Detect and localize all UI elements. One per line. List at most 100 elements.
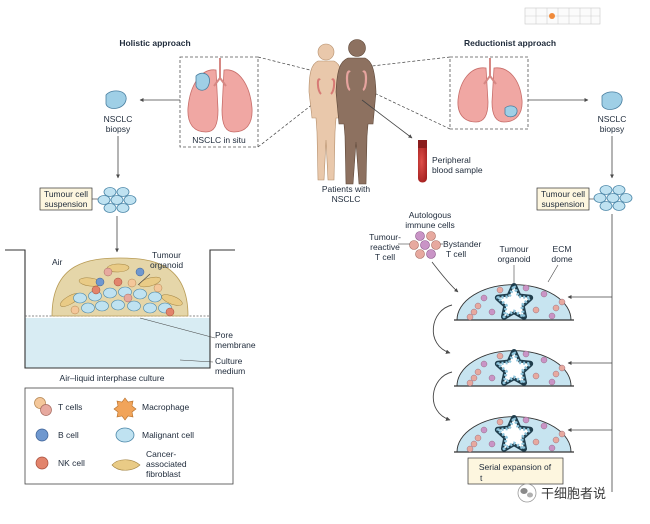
immune-cell xyxy=(532,306,540,314)
immune-cell xyxy=(480,294,488,302)
culture-cell xyxy=(123,293,133,303)
culture-cell xyxy=(143,302,157,314)
culture-cell xyxy=(70,305,80,315)
immune-cell xyxy=(488,440,496,448)
immune-cell xyxy=(548,312,556,320)
peripheral-blood-label: Peripheral xyxy=(432,155,471,165)
immune-cell xyxy=(540,290,548,298)
immune-cell xyxy=(474,368,482,376)
suspension-left-label: Tumour cell xyxy=(44,189,88,199)
pore-membrane-label: Pore xyxy=(215,330,233,340)
culture-cell xyxy=(135,267,145,277)
air-liquid-culture-well: Air Tumour organoid Pore membrane Cultur… xyxy=(5,249,256,383)
immune-cell xyxy=(488,374,496,382)
culture-cell xyxy=(95,300,109,312)
immune-cell xyxy=(466,313,474,321)
reductionist-approach-title: Reductionist approach xyxy=(464,38,556,48)
tumour-reactive-label-line3: T cell xyxy=(375,252,395,262)
immune-cell xyxy=(548,444,556,452)
air-label: Air xyxy=(52,257,63,267)
culture-cell xyxy=(113,277,123,287)
immune-cell xyxy=(466,445,474,453)
immune-cell xyxy=(558,430,566,438)
ecm-dome-label: ECM xyxy=(553,244,572,254)
bystander-label: Bystander xyxy=(443,239,481,249)
patients-label-line2: NSCLC xyxy=(332,194,361,204)
immune-cell xyxy=(496,286,504,294)
immune-cell xyxy=(558,364,566,372)
culture-cell xyxy=(73,292,87,304)
air-liquid-culture-label: Air–liquid interphase culture xyxy=(60,373,165,383)
legend-fibroblast-label-line2: associated xyxy=(146,459,187,469)
nsclc-biopsy-left-label-line2: biopsy xyxy=(106,124,131,134)
legend-malignant-label: Malignant cell xyxy=(142,430,194,440)
legend-fibroblast-label-line3: fibroblast xyxy=(146,469,181,479)
tumour-organoid-right-label-line2: organoid xyxy=(497,254,530,264)
immune-cell xyxy=(558,298,566,306)
culture-cell xyxy=(133,288,147,300)
immune-cell xyxy=(474,302,482,310)
tumour-organoid-cells xyxy=(496,416,532,451)
watermark-grid xyxy=(524,7,601,25)
culture-cell xyxy=(161,294,183,306)
legend-nk-cell-label: NK cell xyxy=(58,458,85,468)
culture-cell xyxy=(95,277,105,287)
culture-cell xyxy=(81,302,95,314)
tumour-organoid-left-label: Tumour xyxy=(152,250,181,260)
immune-cell xyxy=(480,426,488,434)
immune-cell xyxy=(540,422,548,430)
tumour-organoid-cells xyxy=(496,350,532,385)
suspension-right-label: Tumour cell xyxy=(541,189,585,199)
culture-cell xyxy=(91,285,101,295)
legend-macrophage-label: Macrophage xyxy=(142,402,190,412)
immune-cell xyxy=(496,352,504,360)
patient-figures: Patients with NSCLC xyxy=(308,39,377,204)
bystander-label-line2: T cell xyxy=(446,249,466,259)
legend-fibroblast: Cancer- associated fibroblast xyxy=(111,449,187,479)
serial-expansion-label-box: Serial expansion of t xyxy=(467,457,564,485)
immune-cell xyxy=(532,372,540,380)
culture-medium-label-line2: medium xyxy=(215,366,245,376)
tumour-reactive-label: Tumour- xyxy=(369,232,401,242)
suspension-left-label-line2: suspension xyxy=(44,199,87,209)
tumour-organoid-left-label-line2: organoid xyxy=(150,260,183,270)
left-lung-panel: NSCLC in situ xyxy=(179,56,259,148)
immune-cell xyxy=(552,304,560,312)
autologous-label: Autologous xyxy=(409,210,452,220)
blood-sample-tube: Peripheral blood sample xyxy=(361,99,483,183)
immune-cell xyxy=(552,436,560,444)
biopsy-right: NSCLC biopsy xyxy=(528,91,626,179)
serial-expansion-label-line2: t xyxy=(480,473,483,483)
suspension-left: Tumour cell suspension xyxy=(39,187,137,253)
ecm-dome-2 xyxy=(454,349,574,387)
ecm-dome-3 xyxy=(454,415,574,453)
immune-cell xyxy=(470,440,478,448)
immune-cell xyxy=(496,418,504,426)
holistic-approach-title: Holistic approach xyxy=(119,38,190,48)
immune-cell xyxy=(532,438,540,446)
tumour-cell-cluster-right xyxy=(593,185,633,211)
immune-cell xyxy=(548,378,556,386)
tumour-organoid-cells xyxy=(496,284,532,319)
legend-b-cell-label: B cell xyxy=(58,430,79,440)
legend-malignant-cell: Malignant cell xyxy=(115,427,194,443)
peripheral-blood-label-line2: blood sample xyxy=(432,165,483,175)
culture-cell xyxy=(139,276,161,288)
legend-nk-cell: NK cell xyxy=(35,456,85,470)
culture-cell xyxy=(165,307,175,317)
tumour-cell-cluster-left xyxy=(97,187,137,213)
immune-cell xyxy=(474,434,482,442)
culture-cell xyxy=(153,283,163,293)
brand-watermark: 干细胞者说 xyxy=(517,483,606,503)
legend-b-cell: B cell xyxy=(35,428,79,442)
immune-cell xyxy=(470,374,478,382)
dome-cell-population xyxy=(60,263,183,317)
cell-legend: T cells B cell NK cell Macrophage Malign… xyxy=(24,387,234,485)
immune-cell xyxy=(480,360,488,368)
culture-cell xyxy=(148,291,162,303)
suspension-right-label-line2: suspension xyxy=(541,199,584,209)
culture-cell xyxy=(127,300,141,312)
nsclc-biopsy-right-label-line2: biopsy xyxy=(600,124,625,134)
